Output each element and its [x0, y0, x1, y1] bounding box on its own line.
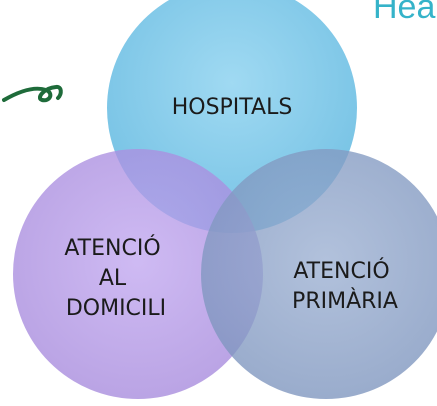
circle-atencio-al-domicili: [13, 149, 263, 399]
label-domicili-line-2: AL: [99, 266, 127, 291]
background-script-fragment: [2, 84, 63, 103]
label-atencio-primaria: ATENCIÓ PRIMÀRIA: [292, 258, 398, 314]
background-partial-title: Hea: [373, 0, 436, 26]
circle-atencio-primaria: [201, 149, 437, 399]
label-domicili-line-3: DOMICILI: [66, 296, 166, 321]
label-atencio-al-domicili: ATENCIÓ AL DOMICILI: [64, 235, 167, 321]
label-hospitals-line: HOSPITALS: [172, 95, 293, 120]
label-primaria-line-1: ATENCIÓ: [293, 258, 389, 284]
label-hospitals: HOSPITALS: [172, 95, 293, 120]
label-primaria-line-2: PRIMÀRIA: [292, 288, 398, 314]
label-domicili-line-1: ATENCIÓ: [64, 235, 160, 261]
